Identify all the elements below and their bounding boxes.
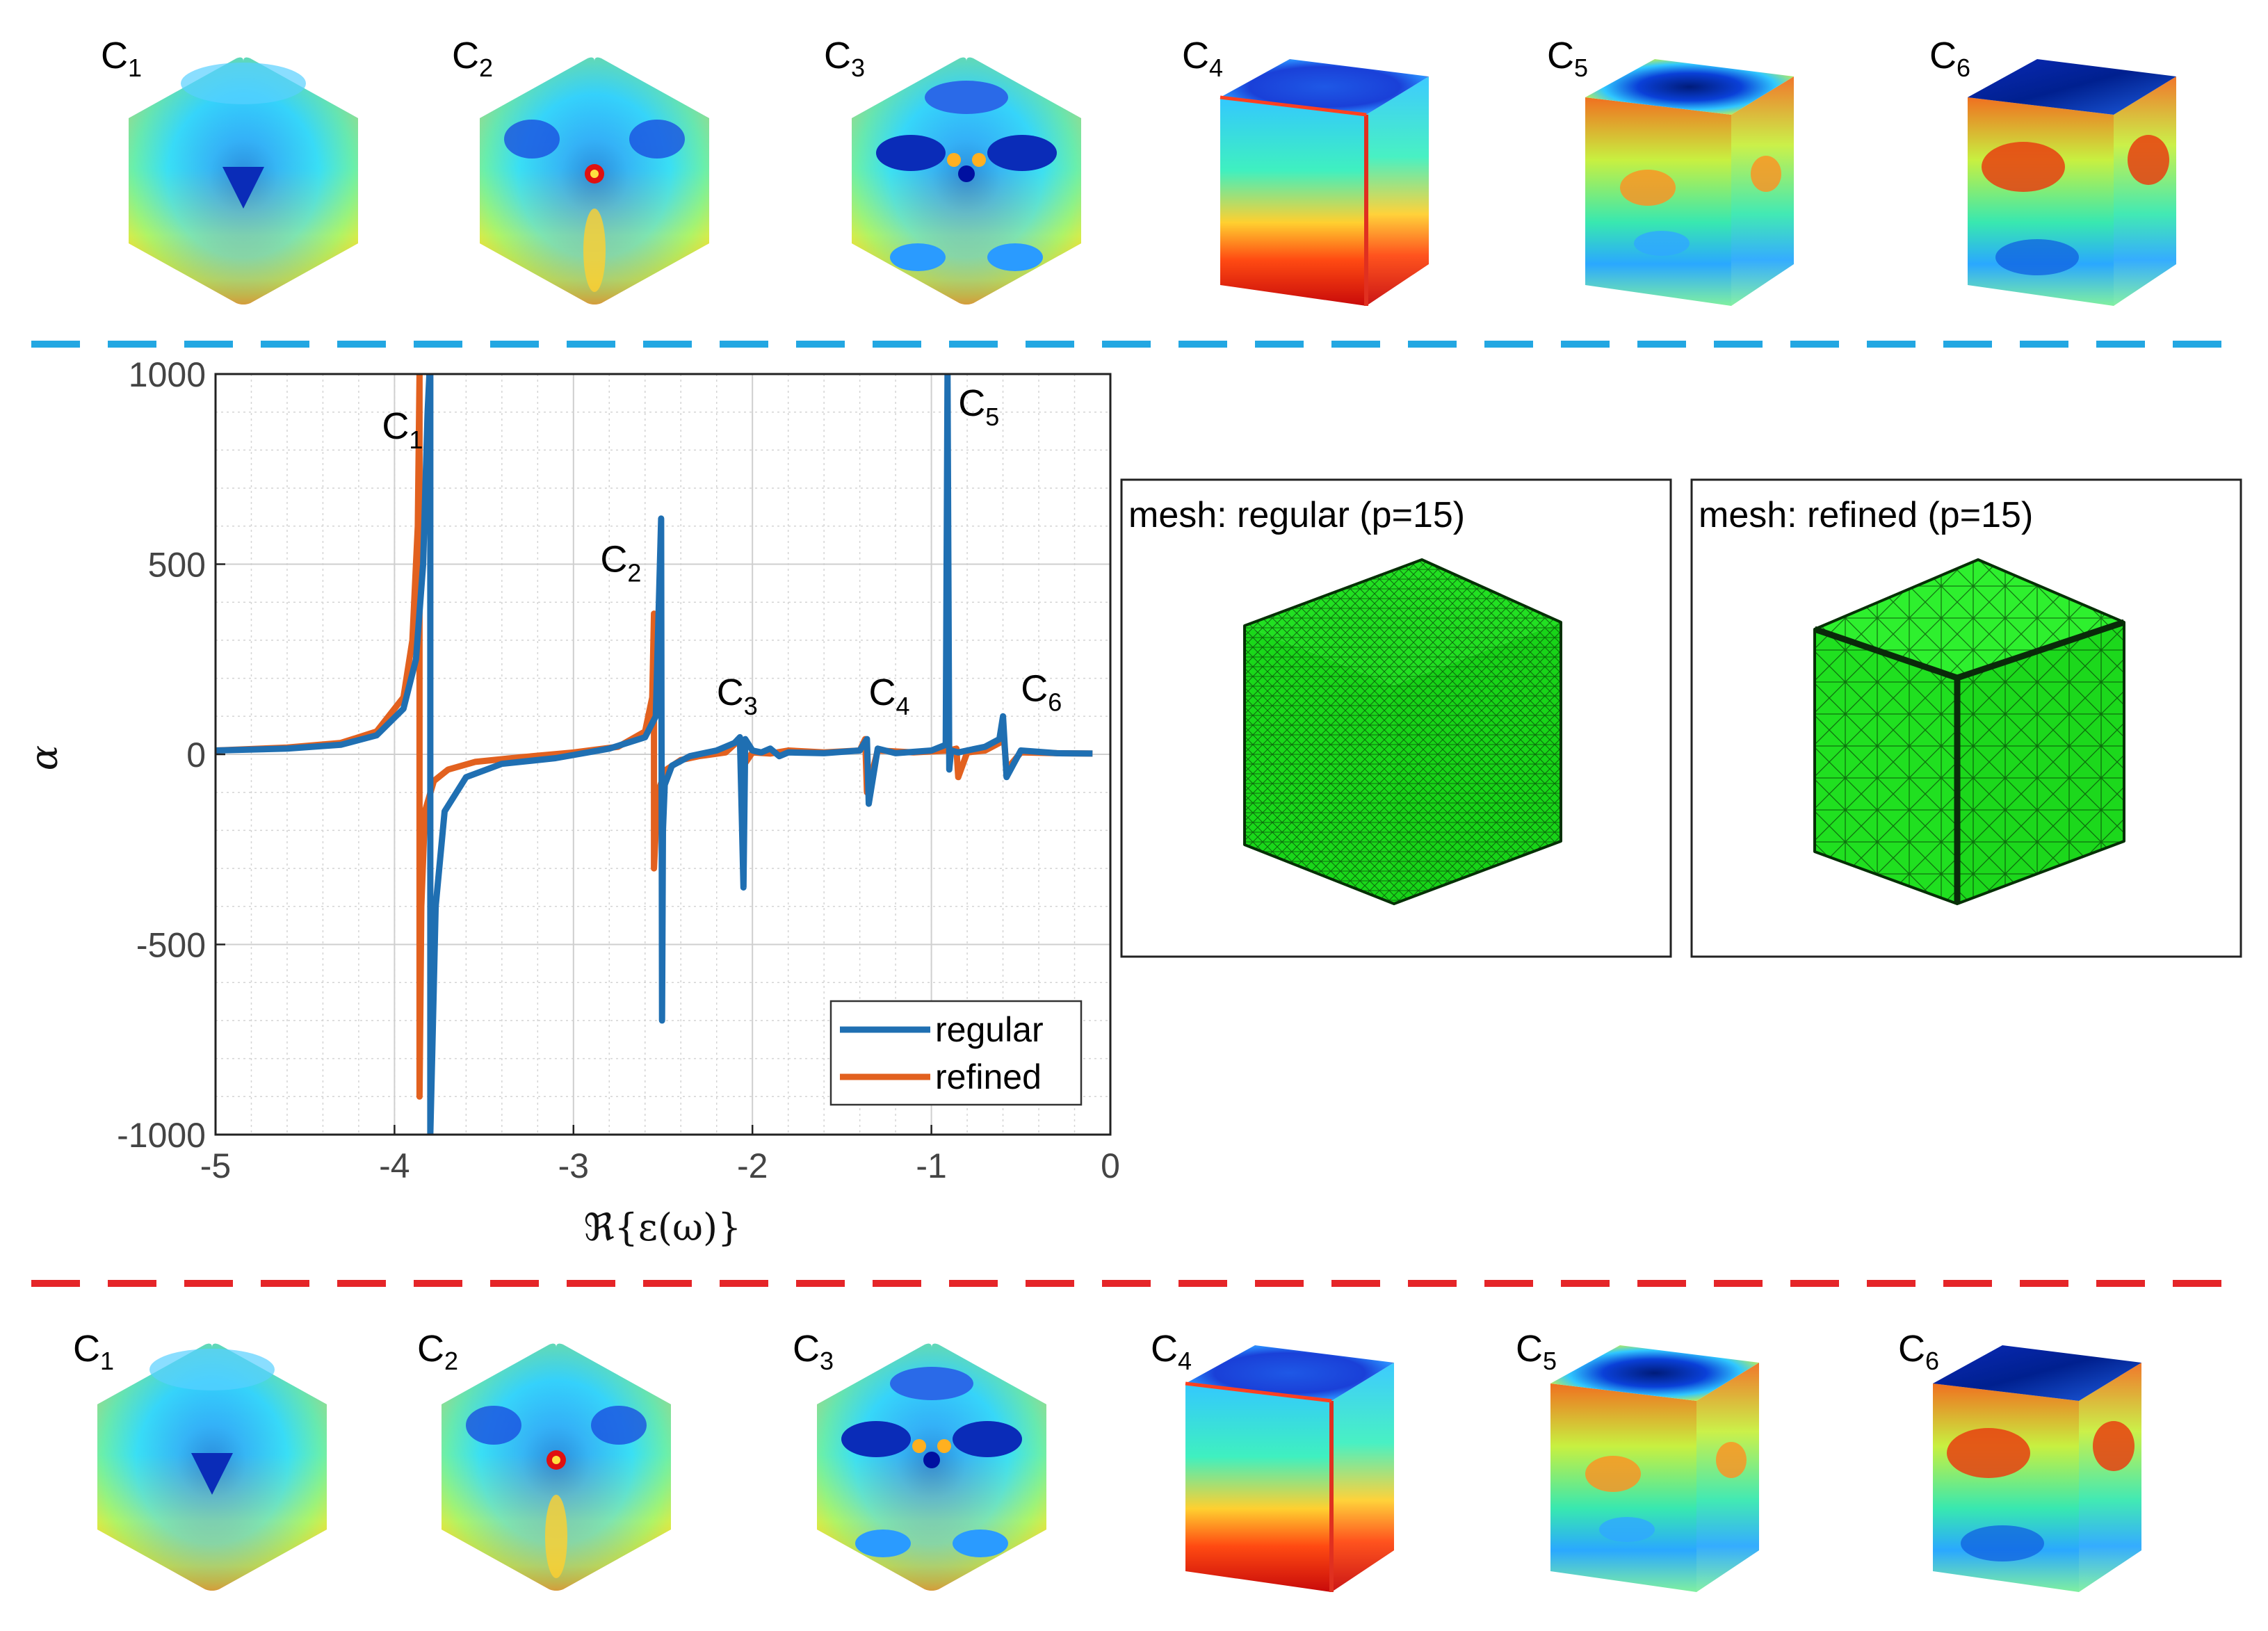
cube-right-face xyxy=(2079,1363,2141,1592)
cube-top-face xyxy=(1968,59,2176,115)
cube-top-face xyxy=(1585,59,1794,115)
y-tick-label: 1000 xyxy=(129,355,206,394)
mode-label-top: C6 xyxy=(1929,35,1970,82)
y-tick-label: -500 xyxy=(136,926,206,965)
x-tick-label: -5 xyxy=(200,1146,231,1185)
cube-top-face xyxy=(1933,1345,2141,1401)
legend: regular refined xyxy=(829,1000,1083,1106)
mode-label-bottom: C4 xyxy=(1151,1328,1192,1375)
mode-image xyxy=(1550,1345,1759,1592)
peak-label: C6 xyxy=(1021,667,1062,716)
mode-image xyxy=(442,1343,671,1591)
axis-ticks: -5 -4 -3 -2 -1 0 1000 500 0 -500 -1000 xyxy=(117,355,1120,1185)
cube-top-face xyxy=(1220,59,1429,115)
mode-label-bottom: C1 xyxy=(73,1328,114,1375)
x-tick-label: -1 xyxy=(916,1146,946,1185)
mode-image xyxy=(1968,59,2176,306)
mode-label-bottom: C3 xyxy=(793,1328,834,1375)
series-group xyxy=(216,374,1093,1135)
mode-label-top: C2 xyxy=(452,35,493,82)
legend-box xyxy=(829,1000,1083,1106)
mode-label-top: C1 xyxy=(101,35,142,82)
mode-label-bottom: C6 xyxy=(1898,1328,1939,1375)
peak-label: C2 xyxy=(600,538,641,587)
y-axis-label: α xyxy=(22,745,66,770)
cube-left-face xyxy=(1185,1383,1331,1592)
x-axis-label: ℜ{ε(ω)} xyxy=(584,1206,742,1249)
peak-label: C3 xyxy=(717,672,758,720)
x-tick-label: 0 xyxy=(1101,1146,1120,1185)
bottom-mode-row: C1 C2 C3 C4 C5 C6 xyxy=(73,1328,2141,1592)
mode-image xyxy=(1220,59,1429,306)
mode-image xyxy=(1185,1345,1394,1592)
mode-image xyxy=(852,57,1081,305)
x-tick-label: -3 xyxy=(558,1146,589,1185)
y-tick-label: 500 xyxy=(148,546,206,585)
legend-label-refined: refined xyxy=(935,1057,1042,1096)
mesh-cube-regular xyxy=(1243,558,1562,905)
cube-right-face xyxy=(1331,1363,1394,1592)
cube-right-face xyxy=(2114,76,2176,306)
mode-image xyxy=(480,57,709,305)
y-tick-label: -1000 xyxy=(117,1116,206,1155)
peak-label: C5 xyxy=(958,382,999,431)
x-tick-label: -4 xyxy=(379,1146,410,1185)
mesh-panel-refined: mesh: refined (p=15) xyxy=(1690,478,2242,958)
mode-image xyxy=(817,1343,1046,1591)
top-mode-row: C1 C2 C3 C4 C5 C6 xyxy=(101,35,2176,306)
mode-label-bottom: C2 xyxy=(417,1328,458,1375)
mode-image xyxy=(1585,59,1794,306)
mode-image xyxy=(1933,1345,2141,1592)
series-line-regular xyxy=(216,374,1093,1135)
cube-left-face xyxy=(1220,97,1366,306)
mode-image xyxy=(97,1343,327,1591)
mode-image xyxy=(129,57,358,305)
mesh-cube-refined xyxy=(1813,558,2125,905)
y-tick-label: 0 xyxy=(186,736,206,774)
x-tick-label: -2 xyxy=(737,1146,768,1185)
legend-label-regular: regular xyxy=(935,1010,1044,1049)
mesh-panel-title: mesh: refined (p=15) xyxy=(1699,495,2033,535)
mesh-panel-title: mesh: regular (p=15) xyxy=(1128,495,1465,535)
mode-label-top: C5 xyxy=(1547,35,1588,82)
cube-top-face xyxy=(1550,1345,1759,1401)
peak-label: C1 xyxy=(382,405,423,454)
mode-label-top: C4 xyxy=(1182,35,1223,82)
mode-label-bottom: C5 xyxy=(1516,1328,1557,1375)
mesh-panel-regular: mesh: regular (p=15) xyxy=(1120,478,1672,958)
cube-top-face xyxy=(1185,1345,1394,1401)
peak-label: C4 xyxy=(869,672,910,720)
cube-right-face xyxy=(1366,76,1429,306)
mode-label-top: C3 xyxy=(824,35,865,82)
